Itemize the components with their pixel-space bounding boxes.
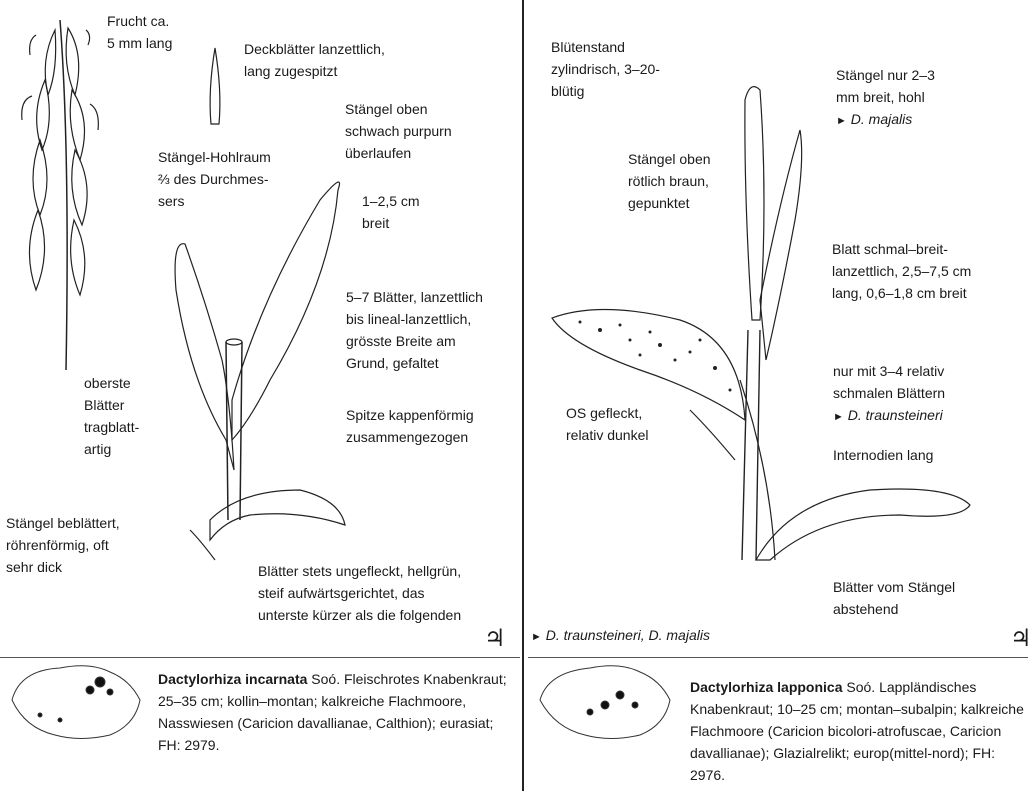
label-nur-mit: nur mit 3–4 relativ schmalen Blättern	[833, 360, 945, 404]
label-spitze: Spitze kappenförmig zusammengezogen	[346, 404, 474, 448]
label-blaetter-count: 5–7 Blätter, lanzettlich bis lineal-lanz…	[346, 286, 483, 374]
distribution-map-right	[540, 666, 670, 739]
ref-majalis: ► D. majalis	[836, 108, 912, 132]
arrow-icon: ►	[531, 631, 542, 643]
compare-text: D. traunsteineri, D. majalis	[546, 627, 710, 643]
leaf-drawing-left	[175, 182, 345, 560]
leaf-drawing-right	[552, 87, 970, 560]
ref-traunsteineri-text: D. traunsteineri	[848, 407, 943, 423]
label-ungefleckt: Blätter stets ungefleckt, hellgrün, stei…	[258, 560, 461, 626]
compare-line: ► D. traunsteineri, D. majalis	[531, 624, 710, 648]
arrow-icon: ►	[836, 115, 847, 127]
perennial-symbol-right: ♃	[1010, 624, 1030, 652]
bract-drawing	[210, 48, 220, 124]
label-hohlraum: Stängel-Hohlraum ⅔ des Durchmes- sers	[158, 146, 271, 212]
label-internodien: Internodien lang	[833, 444, 933, 466]
arrow-icon: ►	[833, 411, 844, 423]
label-oberste: oberste Blätter tragblatt- artig	[84, 372, 139, 460]
species-name-right: Dactylorhiza lapponica	[690, 679, 842, 695]
label-blatt-schmal: Blatt schmal–breit- lanzettlich, 2,5–7,5…	[832, 238, 971, 304]
label-breit: 1–2,5 cm breit	[362, 190, 420, 234]
label-abstehend: Blätter vom Stängel abstehend	[833, 576, 955, 620]
ref-majalis-text: D. majalis	[851, 111, 912, 127]
label-staengel-oben: Stängel oben schwach purpurn überlaufen	[345, 98, 452, 164]
label-roetlich: Stängel oben rötlich braun, gepunktet	[628, 148, 711, 214]
species-name-left: Dactylorhiza incarnata	[158, 671, 307, 687]
label-staengel-breit: Stängel nur 2–3 mm breit, hohl	[836, 64, 935, 108]
label-bluetenstand: Blütenstand zylindrisch, 3–20- blütig	[551, 36, 660, 102]
ref-traunsteineri: ► D. traunsteineri	[833, 404, 943, 428]
distribution-map-left	[12, 666, 140, 739]
label-staengel-beblaettert: Stängel beblättert, röhrenförmig, oft se…	[6, 512, 120, 578]
caption-left: Dactylorhiza incarnata Soó. Fleischrotes…	[158, 668, 508, 756]
inflorescence-drawing	[22, 20, 99, 370]
label-deckblaetter: Deckblätter lanzettlich, lang zugespitzt	[244, 38, 385, 82]
label-frucht: Frucht ca. 5 mm lang	[107, 10, 172, 54]
perennial-symbol-left: ♃	[484, 624, 506, 652]
caption-right: Dactylorhiza lapponica Soó. Lappländisch…	[690, 676, 1026, 786]
label-os-gefleckt: OS gefleckt, relativ dunkel	[566, 402, 649, 446]
